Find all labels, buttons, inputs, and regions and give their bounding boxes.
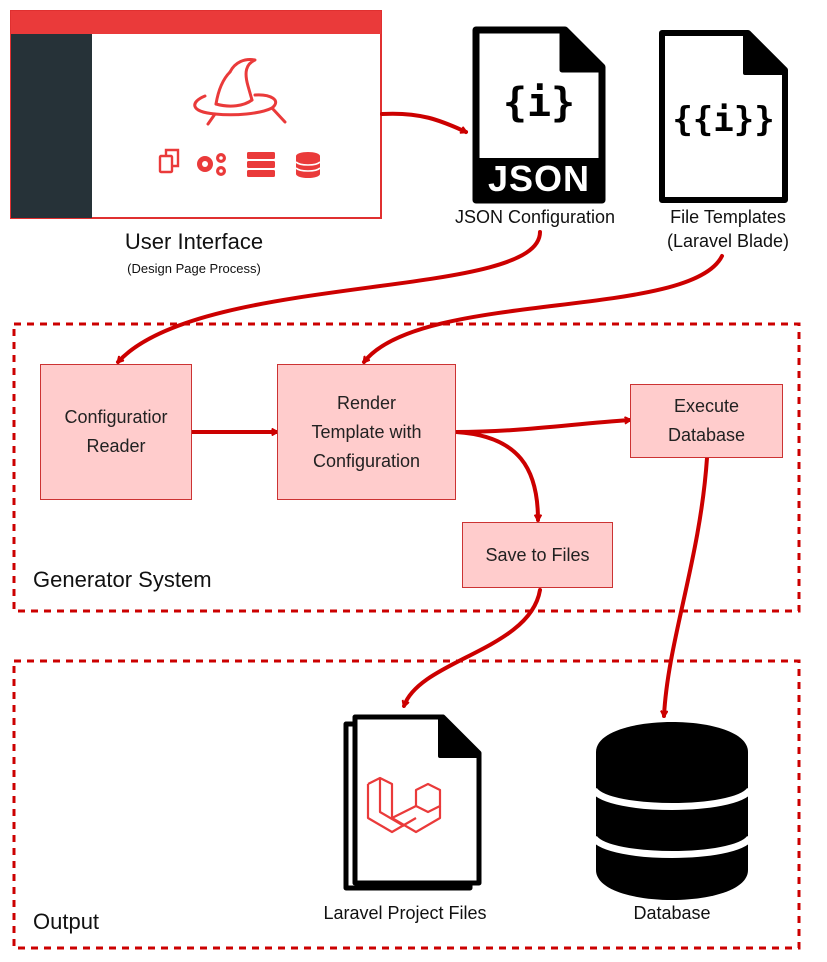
output-title: Output: [33, 909, 100, 934]
execute-box: Execute Database: [630, 384, 783, 458]
render-box: Render Template with Configuration: [277, 364, 456, 500]
config-reader-box: Configuratior Reader: [40, 364, 192, 500]
templates-label-line2: (Laravel Blade): [666, 231, 790, 251]
ui-subtitle: (Design Page Process): [127, 261, 261, 276]
template-braces: {{i}}: [672, 100, 775, 140]
laravel-files-icon: [343, 714, 482, 891]
ui-title: User Interface: [124, 229, 264, 254]
arrow-templates-to-render: [362, 254, 724, 362]
arrow-render-to-save: [454, 430, 538, 520]
generator-title: Generator System: [33, 567, 212, 592]
arrow-json-to-reader: [116, 230, 542, 362]
laravel-files-label: Laravel Project Files: [323, 903, 487, 923]
copy-icon: [158, 148, 180, 174]
database-icon: [295, 152, 321, 178]
json-braces: {i}: [502, 80, 576, 126]
json-file-icon: [472, 26, 606, 204]
template-file-icon: [659, 30, 788, 203]
arrow-ui-to-json: [380, 111, 466, 134]
laravel-logo-icon: [366, 776, 442, 834]
gears-icon: [197, 153, 226, 176]
generator-region: [12, 322, 801, 613]
server-icon: [247, 152, 275, 177]
output-region: [12, 659, 801, 950]
wizard-hat-icon: [193, 58, 287, 126]
json-badge: JSON: [487, 158, 591, 199]
arrow-execute-to-database: [664, 456, 709, 716]
arrow-render-to-execute: [454, 420, 630, 434]
json-config-label: JSON Configuration: [454, 207, 616, 227]
templates-label-line1: File Templates: [670, 207, 786, 227]
database-label: Database: [633, 903, 711, 923]
arrow-save-to-laravel: [404, 588, 542, 706]
save-box: Save to Files: [462, 522, 613, 588]
database-output-icon: [591, 722, 753, 900]
ui-mockup: [10, 10, 382, 219]
